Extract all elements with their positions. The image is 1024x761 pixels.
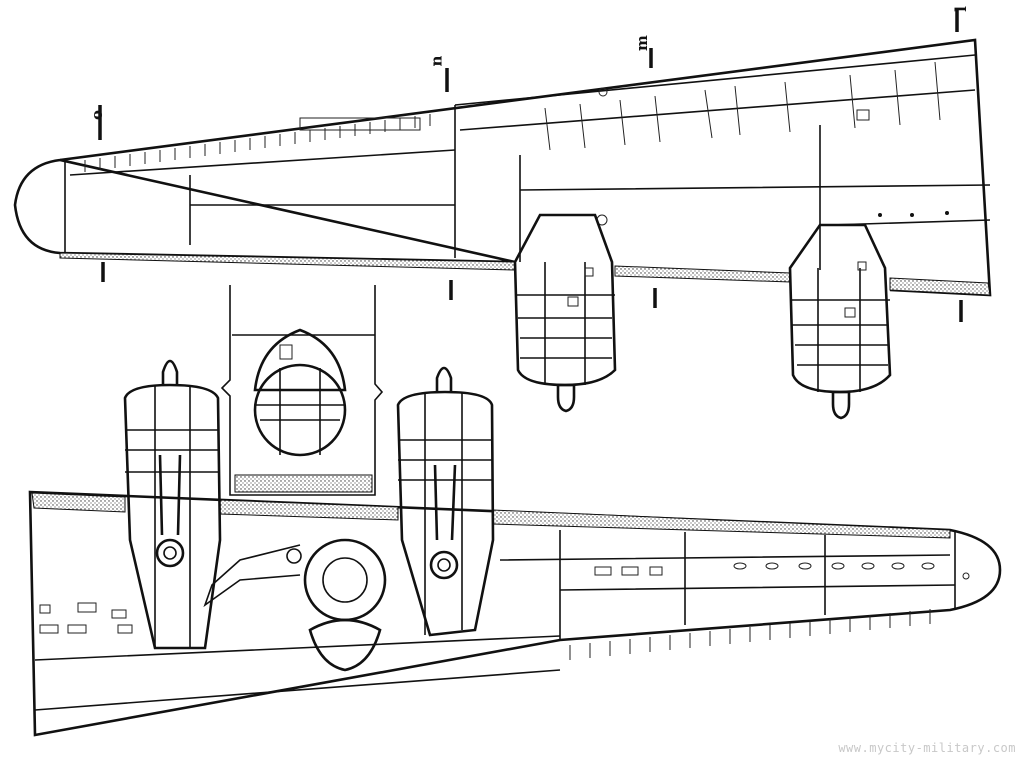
upper-nacelle-2 xyxy=(788,223,892,420)
section-marker-l: l xyxy=(951,6,970,12)
section-marker-o: o xyxy=(88,109,107,121)
upper-wing xyxy=(13,38,992,297)
lower-wing xyxy=(28,490,1002,737)
section-marker-n: n xyxy=(427,55,446,67)
lower-nacelle-1 xyxy=(123,359,222,650)
center-section-detail xyxy=(220,285,384,496)
section-marker-m: m xyxy=(632,35,651,51)
upper-nacelle-1 xyxy=(513,213,617,413)
section-tick-marks xyxy=(98,10,963,322)
lower-nacelle-2 xyxy=(396,366,495,637)
watermark: www.mycity-military.com xyxy=(838,741,1016,755)
